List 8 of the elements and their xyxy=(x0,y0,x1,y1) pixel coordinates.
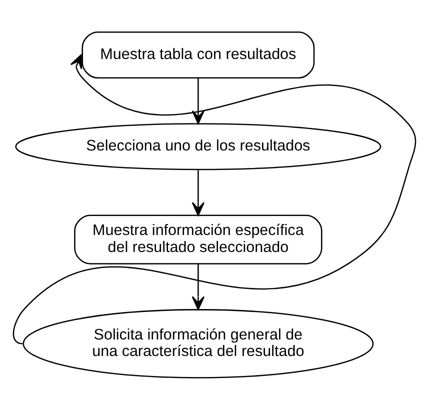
arrow xyxy=(192,264,205,310)
arrow xyxy=(192,170,205,216)
arrow xyxy=(192,78,205,124)
arrow xyxy=(13,54,416,344)
node-ellipse: Solicita información general de una característica del resultado xyxy=(22,309,374,378)
node-ellipse: Selecciona uno de los resultados xyxy=(15,123,382,170)
node-box: Muestra tabla con resultados xyxy=(82,31,315,79)
node-box: Muestra información específica del resultado seleccionado xyxy=(74,214,322,264)
